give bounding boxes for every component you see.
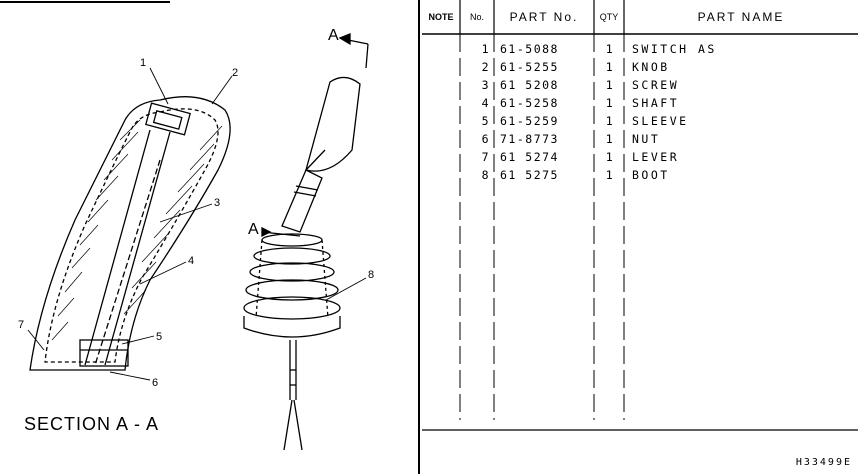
row-qty: 1 [605, 150, 615, 164]
section-marker-side: A [248, 221, 259, 238]
row-no: 6 [481, 132, 490, 146]
header-part-name: PART NAME [697, 10, 785, 24]
row-no: 5 [481, 114, 490, 128]
table-row: 4 61-5258 1 SHAFT [420, 94, 858, 112]
header-note: NOTE [428, 12, 454, 22]
lever-assembly [243, 33, 369, 451]
row-no: 1 [481, 42, 490, 56]
callout-5: 5 [156, 331, 162, 343]
row-no: 8 [481, 168, 490, 182]
row-part-no: 61-5255 [500, 60, 559, 74]
row-part-name: NUT [632, 132, 661, 146]
header-qty: QTY [599, 12, 619, 22]
row-qty: 1 [605, 42, 615, 56]
table-row: 8 61 5275 1 BOOT [420, 166, 858, 184]
table-row: 2 61-5255 1 KNOB [420, 58, 858, 76]
row-no: 7 [481, 150, 490, 164]
row-no: 3 [481, 78, 490, 92]
row-part-name: KNOB [632, 60, 670, 74]
row-part-no: 61-5259 [500, 114, 559, 128]
table-row: 5 61-5259 1 SLEEVE [420, 112, 858, 130]
row-part-name: SHAFT [632, 96, 680, 110]
header-no: No. [469, 12, 484, 22]
section-label: SECTION A - A [24, 414, 160, 434]
row-no: 2 [481, 60, 490, 74]
table-row: 6 71-8773 1 NUT [420, 130, 858, 148]
callout-1: 1 [140, 57, 146, 69]
row-part-no: 61 5274 [500, 150, 559, 164]
callout-6: 6 [152, 377, 158, 389]
header-part-no: PART No. [509, 10, 579, 24]
row-part-name: BOOT [632, 168, 670, 182]
parts-drawing: 1 2 3 4 5 6 7 8 A A [0, 0, 420, 474]
row-qty: 1 [605, 96, 615, 110]
callout-7: 7 [18, 319, 24, 331]
row-qty: 1 [605, 114, 615, 128]
row-part-name: SWITCH AS [632, 42, 717, 56]
callout-3: 3 [214, 197, 220, 209]
row-part-no: 61-5088 [500, 42, 559, 56]
parts-table: NOTE No. PART No. QTY PART NAME 1 61-5088… [420, 0, 858, 474]
diagram-code: H33499E [795, 457, 852, 468]
callout-labels: 1 2 3 4 5 6 7 8 A A [18, 27, 374, 389]
section-marker-top: A [328, 27, 339, 44]
callout-4: 4 [188, 255, 194, 267]
callout-2: 2 [232, 67, 238, 79]
row-qty: 1 [605, 60, 615, 74]
row-part-no: 71-8773 [500, 132, 559, 146]
row-part-no: 61-5258 [500, 96, 559, 110]
row-part-name: SCREW [632, 78, 680, 92]
row-qty: 1 [605, 168, 615, 182]
row-no: 4 [481, 96, 490, 110]
row-part-name: SLEEVE [632, 114, 689, 128]
callout-8: 8 [368, 269, 374, 281]
table-grid [422, 0, 858, 431]
table-row: 7 61 5274 1 LEVER [420, 148, 858, 166]
row-part-name: LEVER [632, 150, 680, 164]
table-row: 1 61-5088 1 SWITCH AS [420, 40, 858, 58]
row-part-no: 61 5275 [500, 168, 559, 182]
row-part-no: 61 5208 [500, 78, 559, 92]
row-qty: 1 [605, 132, 615, 146]
row-qty: 1 [605, 78, 615, 92]
table-row: 3 61 5208 1 SCREW [420, 76, 858, 94]
knob-section [29, 96, 231, 371]
